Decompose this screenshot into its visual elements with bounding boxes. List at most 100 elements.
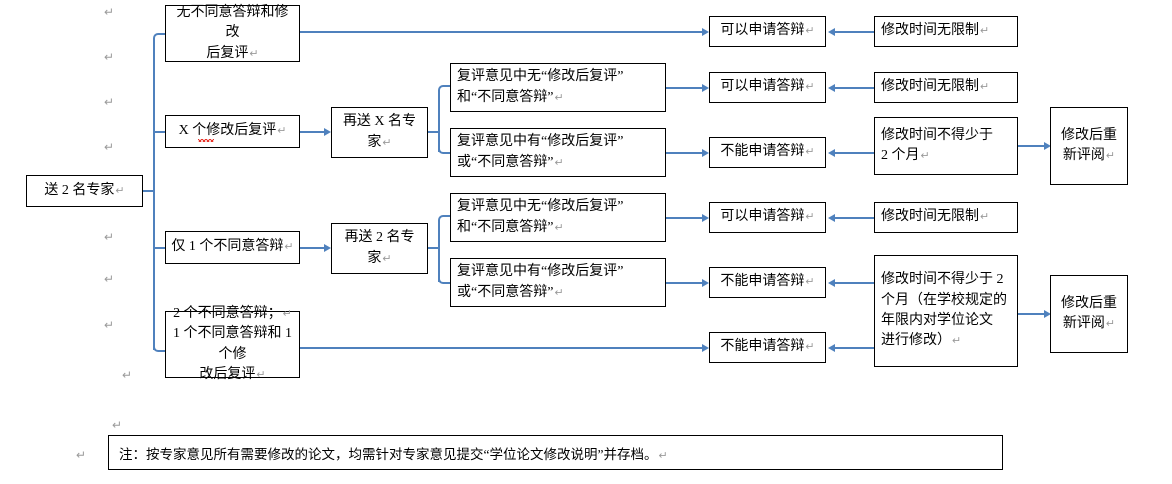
node-only-one-objection[interactable]: 仅 1 个不同意答辩↵	[165, 231, 300, 264]
arrowhead-time3	[828, 149, 835, 157]
paragraph-mark: ↵	[115, 184, 125, 197]
connector-corner-comment4	[438, 272, 452, 284]
node-no-objection-no-rereview[interactable]: 无不同意答辩和修改 后复评↵	[165, 5, 300, 62]
connector-branch3-to-resend2	[300, 247, 324, 249]
paragraph-mark: ↵	[104, 230, 115, 244]
node-x-rereview[interactable]: X 个修改后复评↵	[165, 115, 300, 148]
paragraph-mark: ↵	[112, 418, 123, 432]
paragraph-mark: ↵	[382, 136, 392, 149]
node-result-cannot-apply-1[interactable]: 不能申请答辩↵	[709, 137, 826, 168]
paragraph-mark: ↵	[952, 335, 962, 348]
node-label: 修改时间无限制	[881, 23, 979, 39]
node-label-line2: 新评阅	[1062, 148, 1105, 163]
node-time-min-two-months-2[interactable]: 修改时间不得少于 2 个月（在学校规定的 年限内对学位论文 进行修改）↵	[874, 255, 1018, 367]
node-label-line1: 无不同意答辩和修改	[176, 5, 289, 41]
node-comment-has-rereview-1[interactable]: 复评意见中有“修改后复评” 或“不同意答辩”↵	[450, 128, 666, 177]
paragraph-mark: ↵	[805, 341, 815, 354]
paragraph-mark: ↵	[980, 211, 990, 224]
node-label-line2: 和“不同意答辩”	[457, 219, 554, 235]
connector-time2-to-result2	[835, 87, 874, 89]
arrowhead-time5b	[828, 344, 835, 352]
node-label: 修改时间无限制	[881, 209, 979, 225]
node-result-can-apply-2[interactable]: 可以申请答辩↵	[709, 72, 826, 103]
node-label-line2: 后复评	[206, 45, 249, 61]
node-resend-two-experts[interactable]: 再送 2 名专 家↵	[331, 223, 428, 274]
node-result-cannot-apply-2[interactable]: 不能申请答辩↵	[709, 267, 826, 298]
paragraph-mark: ↵	[282, 307, 292, 320]
connector-tee-branch3	[153, 247, 165, 249]
node-result-cannot-apply-3[interactable]: 不能申请答辩↵	[709, 332, 826, 363]
node-label: 可以申请答辩	[720, 209, 805, 225]
paragraph-mark: ↵	[76, 448, 87, 462]
node-label-line3: 年限内对学位论文	[881, 313, 993, 328]
node-label-line2: 新评阅	[1062, 316, 1105, 331]
node-comment-no-rereview-1[interactable]: 复评意见中无“修改后复评” 和“不同意答辩”↵	[450, 63, 666, 112]
node-time-unlimited-2[interactable]: 修改时间无限制↵	[874, 72, 1018, 103]
arrowhead-time2	[828, 84, 835, 92]
node-label-line1: 修改时间不得少于	[881, 127, 993, 143]
node-label: 可以申请答辩	[720, 23, 805, 39]
paragraph-mark: ↵	[920, 150, 930, 162]
node-time-unlimited-1[interactable]: 修改时间无限制↵	[874, 16, 1018, 47]
arrowhead-result5	[702, 279, 709, 287]
paragraph-mark: ↵	[805, 25, 815, 38]
node-label-line2: 或“不同意答辩”	[457, 154, 554, 170]
node-label-line1: 2 个不同意答辩；	[173, 305, 282, 321]
arrowhead-result2	[702, 84, 709, 92]
node-resend-x-experts[interactable]: 再送 X 名专 家↵	[331, 107, 428, 158]
paragraph-mark: ↵	[122, 368, 133, 382]
node-label-line1: 修改时间不得少于 2	[881, 272, 1004, 288]
connector-comment2-to-result3	[666, 152, 702, 154]
paragraph-mark: ↵	[980, 25, 990, 38]
node-time-unlimited-3[interactable]: 修改时间无限制↵	[874, 202, 1018, 233]
connector-comment3-to-result4	[666, 217, 702, 219]
connector-trunk-vertical	[153, 38, 155, 350]
connector-corner-branch4	[153, 340, 167, 352]
node-comment-no-rereview-2[interactable]: 复评意见中无“修改后复评” 和“不同意答辩”↵	[450, 193, 666, 242]
node-label-line2: 家	[367, 134, 382, 150]
node-two-objections[interactable]: 2 个不同意答辩；↵ 1 个不同意答辩和 1 个修 改后复评↵	[165, 306, 300, 382]
connector-branch1-to-result1	[300, 31, 702, 33]
arrowhead-rereview2	[1044, 310, 1051, 318]
node-label: 送 2 名专家	[44, 182, 115, 198]
arrowhead-time5	[828, 279, 835, 287]
arrowhead-resend2	[324, 244, 331, 252]
connector-corner-comment2	[438, 142, 452, 154]
note-text: 注：按专家意见所有需要修改的论文，均需针对专家意见提交“学位论文修改说明”并存档…	[119, 446, 658, 462]
node-result-can-apply-3[interactable]: 可以申请答辩↵	[709, 202, 826, 233]
node-label-line2: 1 个不同意答辩和 1 个修	[173, 326, 292, 362]
node-label: X 个修改后复评	[178, 123, 277, 139]
connector-root-stub	[143, 190, 155, 192]
connector-corner-comment1	[438, 85, 452, 97]
note-bar[interactable]: 注：按专家意见所有需要修改的论文，均需针对专家意见提交“学位论文修改说明”并存档…	[108, 435, 1003, 470]
paragraph-mark: ↵	[658, 449, 668, 462]
paragraph-mark: ↵	[805, 211, 815, 224]
paragraph-mark: ↵	[554, 91, 564, 104]
node-time-min-two-months-1[interactable]: 修改时间不得少于 2 个月↵	[874, 117, 1018, 175]
node-label-line1: 复评意见中无“修改后复评”	[457, 199, 624, 215]
paragraph-mark: ↵	[104, 50, 115, 64]
node-label: 不能申请答辩	[720, 144, 805, 160]
node-label-line2: 2 个月	[881, 148, 920, 163]
node-label-line1: 再送 X 名专	[342, 114, 417, 130]
paragraph-mark: ↵	[805, 81, 815, 94]
connector-branch2-to-resendx	[300, 131, 324, 133]
paragraph-mark: ↵	[382, 252, 392, 265]
node-send-two-experts[interactable]: 送 2 名专家↵	[26, 175, 143, 207]
connector-tee-branch2	[153, 131, 165, 133]
node-result-can-apply-1[interactable]: 可以申请答辩↵	[709, 16, 826, 47]
paragraph-mark: ↵	[104, 272, 115, 286]
connector-time5-to-result5	[835, 282, 874, 284]
node-rereview-after-revision-2[interactable]: 修改后重 新评阅↵	[1050, 275, 1128, 353]
spellcheck-squiggle	[198, 139, 214, 142]
arrowhead-result4	[702, 214, 709, 222]
node-rereview-after-revision-1[interactable]: 修改后重 新评阅↵	[1050, 107, 1128, 185]
node-comment-has-rereview-2[interactable]: 复评意见中有“修改后复评” 或“不同意答辩”↵	[450, 258, 666, 307]
connector-time5-to-rereview2	[1018, 313, 1044, 315]
connector-resend2-stub	[428, 247, 440, 249]
node-label-line2: 家	[367, 250, 382, 266]
connector-time5-to-result6	[835, 347, 874, 349]
connector-time4-to-result4	[835, 217, 874, 219]
arrowhead-resendx	[324, 128, 331, 136]
node-label-line1: 修改后重	[1061, 295, 1117, 311]
